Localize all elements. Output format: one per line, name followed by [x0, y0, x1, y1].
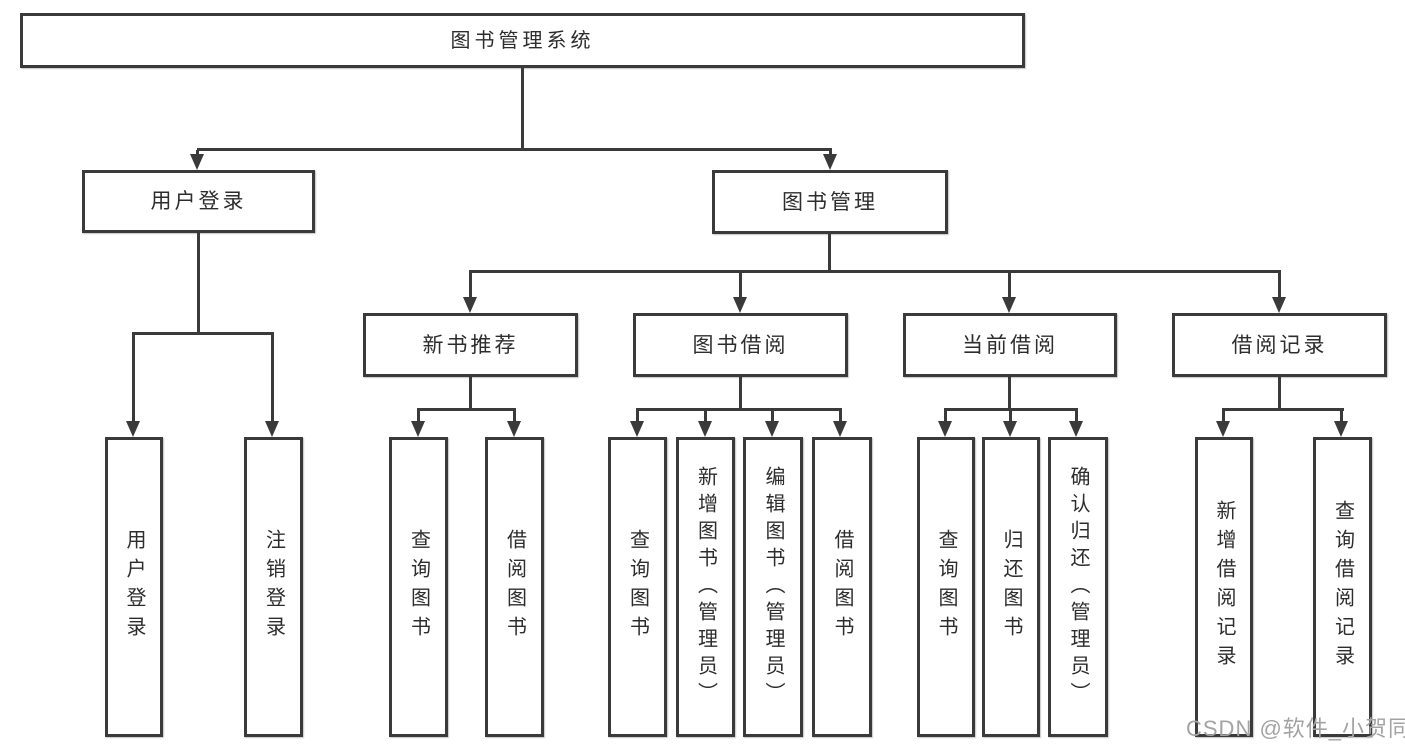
- arrowhead-leaf-logout-icon: [265, 421, 279, 437]
- node-user-login-label: 用户登录: [150, 190, 247, 213]
- connector-records-stem: [1278, 377, 1281, 410]
- arrowhead-rec-1-icon: [411, 421, 425, 437]
- connector-mgmt-stem: [828, 234, 831, 272]
- node-user-login: 用户登录: [82, 170, 315, 233]
- leaf-query-books-1: 查询图书: [389, 437, 448, 737]
- leaf-logout: 注销登录: [244, 437, 303, 737]
- leaf-logout-label: 注销登录: [262, 529, 285, 645]
- leaf-query-books-3: 查询图书: [917, 437, 975, 737]
- leaf-add-books-admin: 新增图书（管理员）: [676, 437, 735, 737]
- connector-rec-stem: [469, 377, 472, 410]
- connector-borrow-drop-3: [771, 408, 774, 425]
- connector-records-drop-1: [1222, 408, 1225, 425]
- arrowhead-records-2-icon: [1334, 421, 1348, 437]
- connector-rec-bar: [417, 408, 516, 411]
- connector-leaf-user-login-drop: [132, 332, 135, 424]
- arrowhead-borrow-2-icon: [698, 421, 712, 437]
- connector-current-drop-3: [1075, 408, 1078, 425]
- connector-borrow-drop-1: [636, 408, 639, 425]
- connector-records-bar: [1222, 408, 1344, 411]
- arrowhead-leaf-user-login-icon: [126, 421, 140, 437]
- leaf-add-borrow-record: 新增借阅记录: [1195, 437, 1253, 737]
- node-borrow-records-label: 借阅记录: [1231, 333, 1328, 357]
- connector-rec-drop-1: [417, 408, 420, 425]
- connector-user-stem: [197, 233, 200, 334]
- arrowhead-borrow-3-icon: [765, 421, 779, 437]
- connector-new-book-drop: [469, 272, 472, 300]
- node-book-management-label: 图书管理: [782, 190, 878, 214]
- leaf-edit-books-admin: 编辑图书（管理员）: [743, 437, 803, 737]
- connector-borrow-bar: [636, 408, 842, 411]
- node-root-label: 图书管理系统: [450, 29, 595, 52]
- leaf-add-borrow-record-label: 新增借阅记录: [1213, 500, 1235, 674]
- node-book-management: 图书管理: [712, 170, 948, 234]
- connector-rec-drop-2: [513, 408, 516, 425]
- connector-user-bar: [132, 332, 274, 335]
- arrowhead-user-login-icon: [190, 154, 204, 170]
- connector-current-borrow-drop: [1008, 272, 1011, 300]
- leaf-query-books-2: 查询图书: [608, 437, 667, 737]
- arrowhead-current-borrow-icon: [1002, 297, 1016, 313]
- arrowhead-borrow-1-icon: [630, 421, 644, 437]
- connector-borrow-records-drop: [1278, 272, 1281, 300]
- leaf-edit-books-admin-label: 编辑图书（管理员）: [762, 465, 784, 709]
- node-new-book-recommend: 新书推荐: [363, 313, 578, 377]
- node-current-borrow-label: 当前借阅: [962, 333, 1058, 357]
- leaf-query-borrow-record: 查询借阅记录: [1313, 437, 1372, 737]
- arrowhead-new-book-icon: [463, 297, 477, 313]
- node-current-borrow: 当前借阅: [903, 313, 1117, 377]
- leaf-query-books-3-label: 查询图书: [935, 529, 957, 645]
- leaf-borrow-books-1-label: 借阅图书: [503, 529, 526, 645]
- connector-current-drop-1: [944, 408, 947, 425]
- arrowhead-records-1-icon: [1216, 421, 1230, 437]
- leaf-borrow-books-2-label: 借阅图书: [831, 529, 853, 645]
- leaf-query-borrow-record-label: 查询借阅记录: [1331, 500, 1354, 674]
- node-root: 图书管理系统: [20, 13, 1025, 68]
- connector-records-drop-2: [1340, 408, 1343, 425]
- node-new-book-recommend-label: 新书推荐: [422, 333, 519, 357]
- leaf-borrow-books-2: 借阅图书: [812, 437, 872, 737]
- node-book-borrow-label: 图书借阅: [692, 333, 789, 357]
- connector-level1-bar: [197, 148, 832, 151]
- arrowhead-book-borrow-icon: [733, 297, 747, 313]
- arrowhead-rec-2-icon: [507, 421, 521, 437]
- connector-borrow-drop-2: [704, 408, 707, 425]
- arrowhead-current-2-icon: [1003, 421, 1017, 437]
- connector-current-drop-2: [1009, 408, 1012, 425]
- connector-book-borrow-drop: [739, 272, 742, 300]
- connector-borrow-stem: [739, 377, 742, 410]
- leaf-user-login-label: 用户登录: [123, 529, 145, 645]
- connector-current-stem: [1008, 377, 1011, 410]
- connector-root-stem: [521, 68, 524, 150]
- csdn-watermark: CSDN @软件_小贺同学: [1186, 716, 1405, 741]
- arrowhead-borrow-records-icon: [1272, 297, 1286, 313]
- connector-leaf-logout-drop: [271, 332, 274, 424]
- arrowhead-book-mgmt-icon: [823, 154, 837, 170]
- arrowhead-borrow-4-icon: [833, 421, 847, 437]
- leaf-query-books-1-label: 查询图书: [407, 529, 430, 645]
- leaf-return-books: 归还图书: [982, 437, 1040, 737]
- leaf-confirm-return-admin: 确认归还（管理员）: [1048, 437, 1108, 737]
- arrowhead-current-3-icon: [1069, 421, 1083, 437]
- leaf-add-books-admin-label: 新增图书（管理员）: [694, 465, 717, 709]
- connector-borrow-drop-4: [839, 408, 842, 425]
- leaf-borrow-books-1: 借阅图书: [485, 437, 544, 737]
- node-borrow-records: 借阅记录: [1172, 313, 1387, 377]
- leaf-confirm-return-admin-label: 确认归还（管理员）: [1067, 465, 1089, 709]
- leaf-query-books-2-label: 查询图书: [626, 529, 649, 645]
- arrowhead-current-1-icon: [938, 421, 952, 437]
- leaf-return-books-label: 归还图书: [1000, 529, 1022, 645]
- leaf-user-login: 用户登录: [105, 437, 163, 737]
- node-book-borrow: 图书借阅: [633, 313, 848, 377]
- connector-level3-bar: [469, 270, 1281, 273]
